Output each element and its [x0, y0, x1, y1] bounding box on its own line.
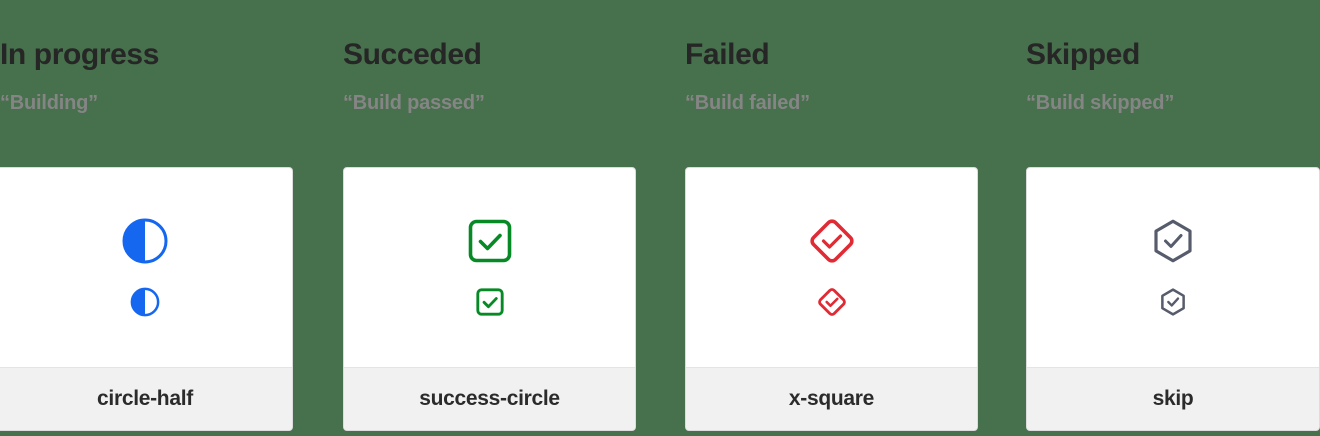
success-circle-icon — [466, 217, 514, 265]
status-column-failed: Failed “Build failed” — [685, 0, 978, 436]
column-subheading: “Build failed” — [685, 92, 810, 114]
icon-card-body — [344, 168, 635, 367]
icon-card[interactable]: circle-half — [0, 167, 293, 431]
status-column-in-progress: In progress “Building” cir — [0, 0, 293, 436]
icon-card[interactable]: x-square — [685, 167, 978, 431]
success-circle-icon-small — [475, 287, 505, 317]
column-heading: Succeded — [343, 38, 482, 71]
x-square-icon — [808, 217, 856, 265]
column-heading: In progress — [0, 38, 159, 71]
icon-card-footer: x-square — [686, 367, 977, 430]
column-heading: Skipped — [1026, 38, 1140, 71]
skip-icon — [1149, 217, 1197, 265]
icon-card-body — [1027, 168, 1319, 367]
x-square-icon-small — [817, 287, 847, 317]
column-subheading: “Build passed” — [343, 92, 485, 114]
icon-card-footer: circle-half — [0, 367, 292, 430]
icon-name-label: circle-half — [97, 387, 193, 410]
icon-name-label: x-square — [788, 387, 875, 410]
circle-half-icon — [121, 217, 169, 265]
icon-name-label: success-circle — [419, 387, 560, 410]
icon-name-label: skip — [1152, 387, 1194, 410]
skip-icon-small — [1158, 287, 1188, 317]
icon-card-footer: skip — [1027, 367, 1319, 430]
column-subheading: “Build skipped” — [1026, 92, 1175, 114]
icon-card-footer: success-circle — [344, 367, 635, 430]
column-subheading: “Building” — [0, 92, 98, 114]
column-heading: Failed — [685, 38, 770, 71]
status-column-succeeded: Succeded “Build passed” su — [343, 0, 636, 436]
icon-card[interactable]: skip — [1026, 167, 1320, 431]
status-column-skipped: Skipped “Build skipped” sk — [1026, 0, 1320, 436]
icon-card-body — [686, 168, 977, 367]
icon-card[interactable]: success-circle — [343, 167, 636, 431]
icon-card-body — [0, 168, 292, 367]
circle-half-icon-small — [130, 287, 160, 317]
